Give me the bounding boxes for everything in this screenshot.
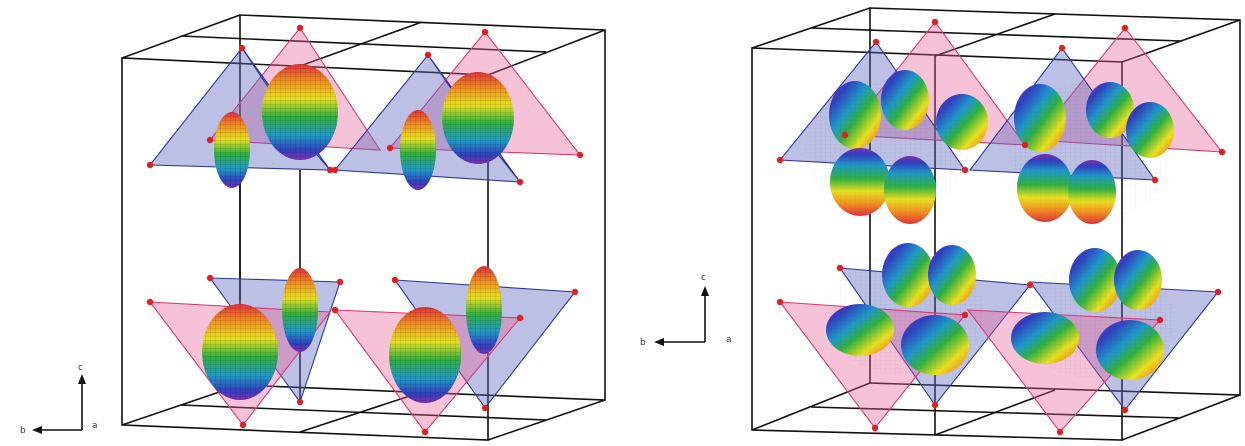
axis-label-a: a — [726, 335, 732, 345]
axis-label-b: b — [20, 426, 26, 436]
axis-label-b: b — [640, 338, 646, 348]
axis-label-c: c — [701, 273, 706, 283]
left-axes-indicator: c b a — [20, 363, 98, 436]
right-vertices — [776, 18, 1226, 436]
right-orbitals — [805, 70, 1175, 380]
axis-label-c: c — [78, 363, 83, 373]
left-vertices — [146, 24, 584, 436]
right-unit-cell-edges — [751, 7, 1241, 441]
right-panel: c b a — [640, 7, 1241, 441]
left-orbitals — [202, 64, 514, 403]
left-unit-cell-edges — [121, 14, 606, 441]
right-axes-indicator: c b a — [640, 273, 732, 348]
axis-label-a: a — [92, 421, 98, 431]
left-panel: c b a — [20, 14, 606, 441]
